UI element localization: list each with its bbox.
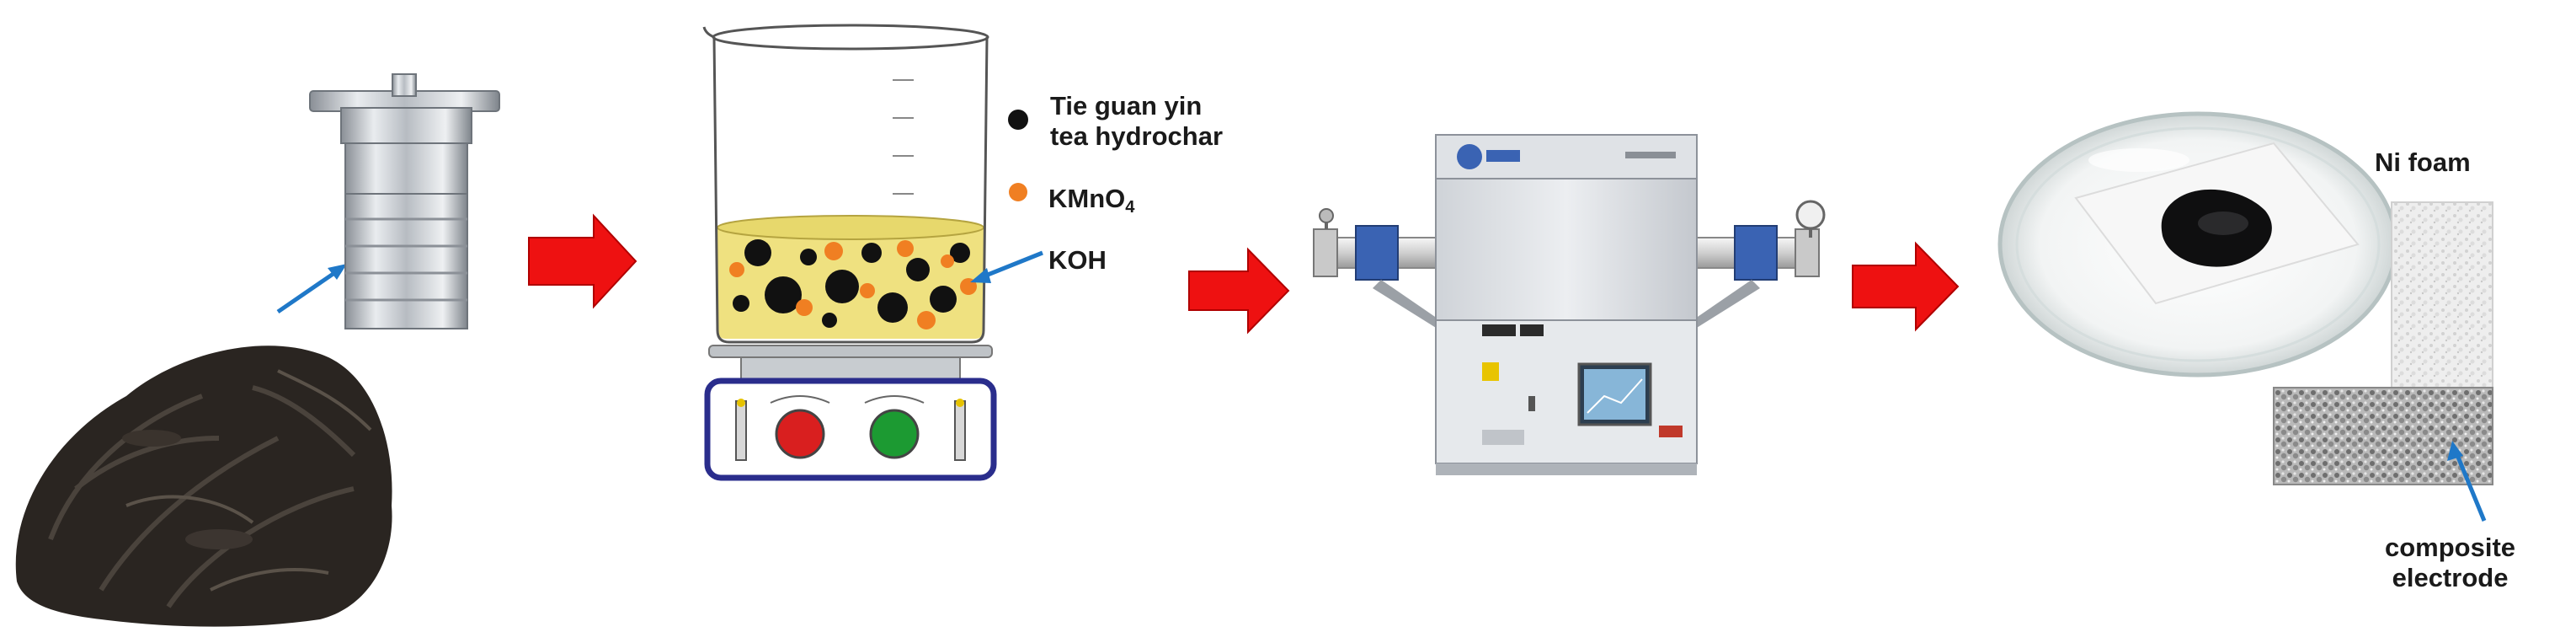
pointer-arrow-to-reactor xyxy=(276,264,347,314)
pointer-arrow-to-electrode xyxy=(2447,441,2487,522)
composite-line2: electrode xyxy=(2392,562,2509,592)
process-arrow-1 xyxy=(528,213,637,309)
legend-kmno4-base: KMnO xyxy=(1048,184,1126,213)
composite-line1: composite xyxy=(2385,533,2516,562)
petri-dish-carbon-image xyxy=(1997,111,2398,378)
composite-electrode-image xyxy=(2273,387,2493,485)
process-arrow-2 xyxy=(1188,247,1290,335)
legend-hydrochar-dot xyxy=(1008,110,1028,130)
composite-electrode-label: composite electrode xyxy=(2385,533,2515,592)
legend-hydrochar-line1: Tie guan yin xyxy=(1050,91,1203,121)
ni-foam-label: Ni foam xyxy=(2375,147,2471,177)
legend-kmno4-label: KMnO4 xyxy=(1048,184,1134,217)
beaker-on-stirrer-image xyxy=(702,24,997,481)
legend-koh-label: KOH xyxy=(1048,245,1107,275)
process-arrow-3 xyxy=(1852,241,1960,332)
legend-kmno4-dot xyxy=(1009,183,1027,201)
autoclave-reactor-image xyxy=(309,73,500,329)
ni-foam-image xyxy=(2391,201,2493,388)
tube-furnace-image xyxy=(1313,134,1826,475)
legend-hydrochar-label: Tie guan yin tea hydrochar xyxy=(1050,91,1223,151)
legend-hydrochar-line2: tea hydrochar xyxy=(1050,121,1224,151)
koh-pointer-arrow xyxy=(970,250,1043,283)
legend-kmno4-subscript: 4 xyxy=(1125,198,1135,217)
legend-markers xyxy=(970,110,1043,283)
tea-leaves-image xyxy=(15,345,392,627)
